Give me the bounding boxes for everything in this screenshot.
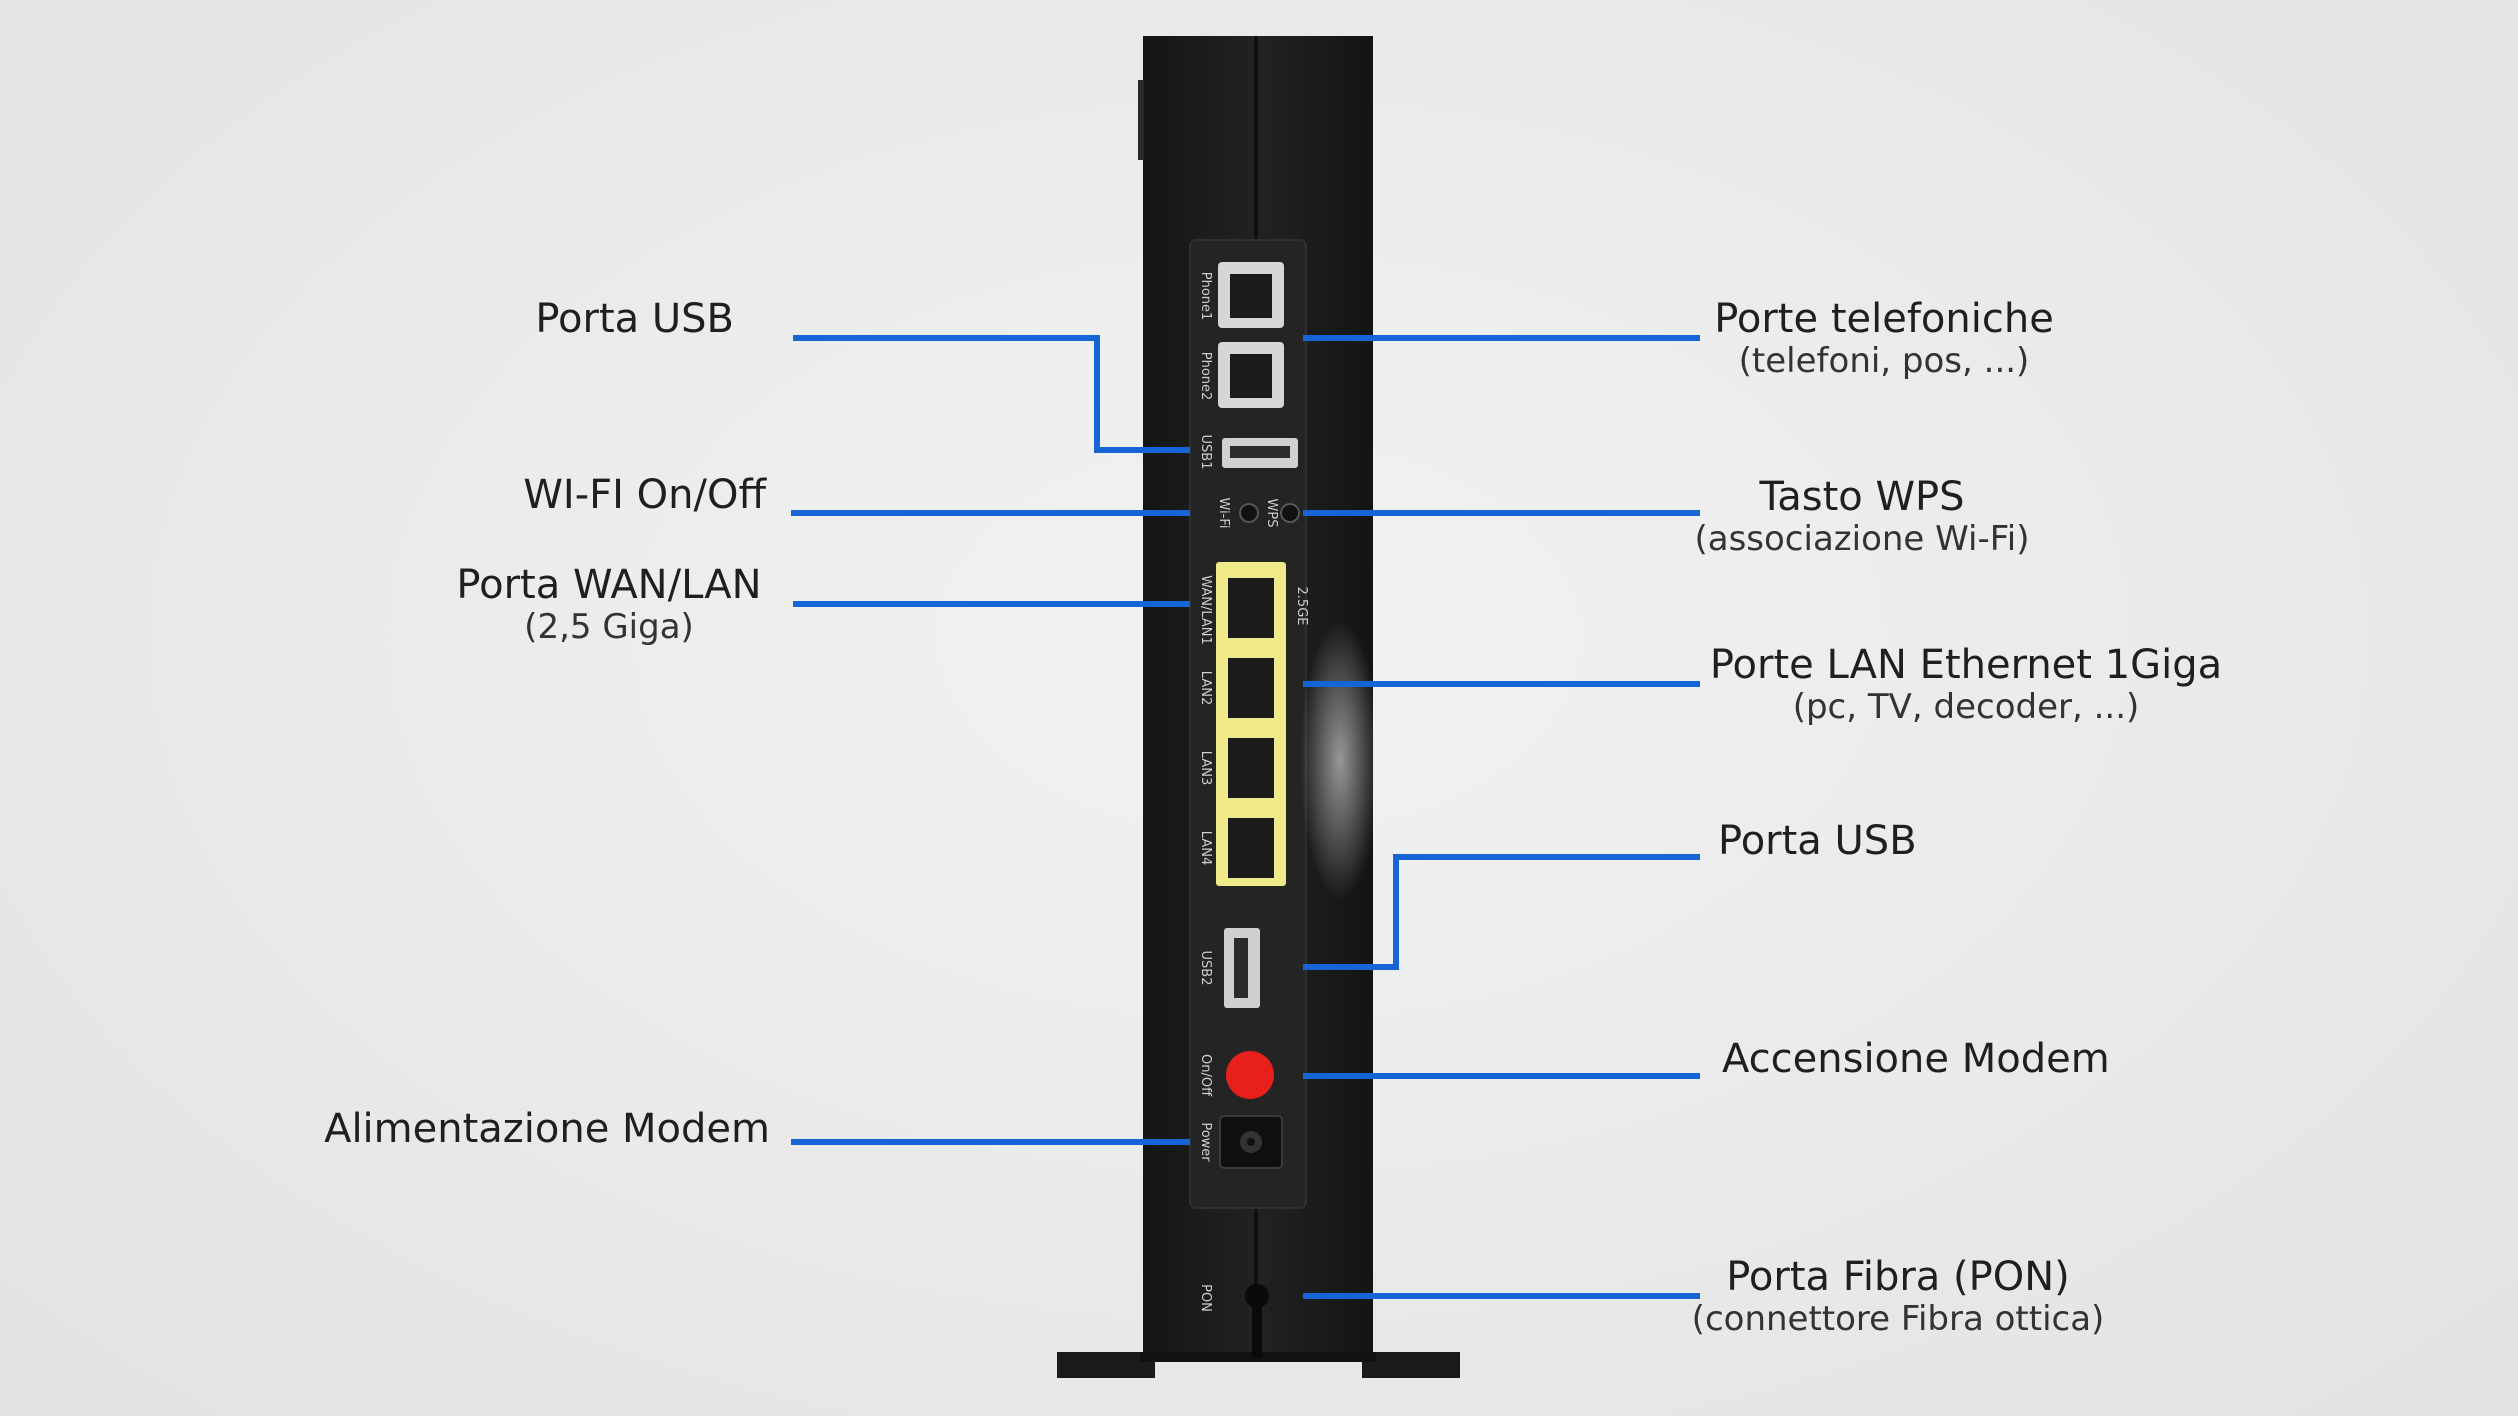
device-label-lan3: LAN3 <box>1198 751 1213 785</box>
label-wifi: WI-FI On/Off <box>523 472 766 518</box>
label-wps: Tasto WPS (associazione Wi-Fi) <box>1694 474 2029 559</box>
power-jack <box>1219 1115 1283 1169</box>
usb1-port <box>1222 438 1298 468</box>
label-phone-title: Porte telefoniche <box>1714 296 2054 342</box>
device-label-wanlan1: WAN/LAN1 <box>1198 575 1213 645</box>
label-power-title: Alimentazione Modem <box>324 1106 770 1152</box>
device-label-power: Power <box>1198 1122 1213 1162</box>
label-power: Alimentazione Modem <box>324 1106 770 1152</box>
label-lan-sub: (pc, TV, decoder, ...) <box>1792 687 2140 727</box>
device-label-pon: PON <box>1198 1284 1213 1312</box>
usb2-port <box>1224 928 1260 1008</box>
device-label-lan2: LAN2 <box>1198 671 1213 705</box>
device-label-wps: WPS <box>1264 499 1279 528</box>
device-label-usb2: USB2 <box>1198 951 1213 986</box>
power-button <box>1226 1051 1274 1099</box>
wps-button <box>1280 503 1300 523</box>
label-onoff-title: Accensione Modem <box>1722 1036 2110 1082</box>
device-label-phone1: Phone1 <box>1198 272 1213 321</box>
leader-line-usb-top <box>793 335 1190 453</box>
device-label-onoff: On/Off <box>1198 1054 1213 1097</box>
label-wan: Porta WAN/LAN (2,5 Giga) <box>456 562 761 647</box>
label-pon-title: Porta Fibra (PON) <box>1726 1254 2070 1300</box>
device-label-2-5ge: 2.5GE <box>1294 587 1309 626</box>
label-usb-bottom: Porta USB <box>1718 818 1917 864</box>
label-usb-bottom-title: Porta USB <box>1718 818 1917 864</box>
label-wan-title: Porta WAN/LAN <box>456 562 762 608</box>
label-pon: Porta Fibra (PON) (connettore Fibra otti… <box>1692 1254 2105 1339</box>
pon-connector <box>1245 1284 1269 1358</box>
label-phone-sub: (telefoni, pos, ...) <box>1738 341 2030 381</box>
label-wps-title: Tasto WPS <box>1759 474 1965 520</box>
wifi-button <box>1239 503 1259 523</box>
label-onoff: Accensione Modem <box>1722 1036 2110 1082</box>
label-lan-title: Porte LAN Ethernet 1Giga <box>1709 642 2223 688</box>
lan-ports <box>1216 562 1286 886</box>
label-wifi-title: WI-FI On/Off <box>523 472 766 518</box>
label-lan: Porte LAN Ethernet 1Giga (pc, TV, decode… <box>1710 642 2222 727</box>
device-label-usb1: USB1 <box>1198 435 1213 470</box>
leader-line-usb-bottom <box>1303 854 1700 970</box>
label-pon-sub: (connettore Fibra ottica) <box>1691 1299 2105 1339</box>
phone-ports <box>1218 262 1284 408</box>
label-phone: Porte telefoniche (telefoni, pos, ...) <box>1714 296 2054 381</box>
device-label-lan4: LAN4 <box>1198 831 1213 865</box>
label-usb-top-title: Porta USB <box>535 296 734 342</box>
label-wps-sub: (associazione Wi-Fi) <box>1694 519 2030 559</box>
device-label-phone2: Phone2 <box>1198 352 1213 401</box>
label-usb-top: Porta USB <box>535 296 734 342</box>
device-label-wifi: Wi-Fi <box>1216 497 1231 528</box>
label-wan-sub: (2,5 Giga) <box>524 607 694 647</box>
